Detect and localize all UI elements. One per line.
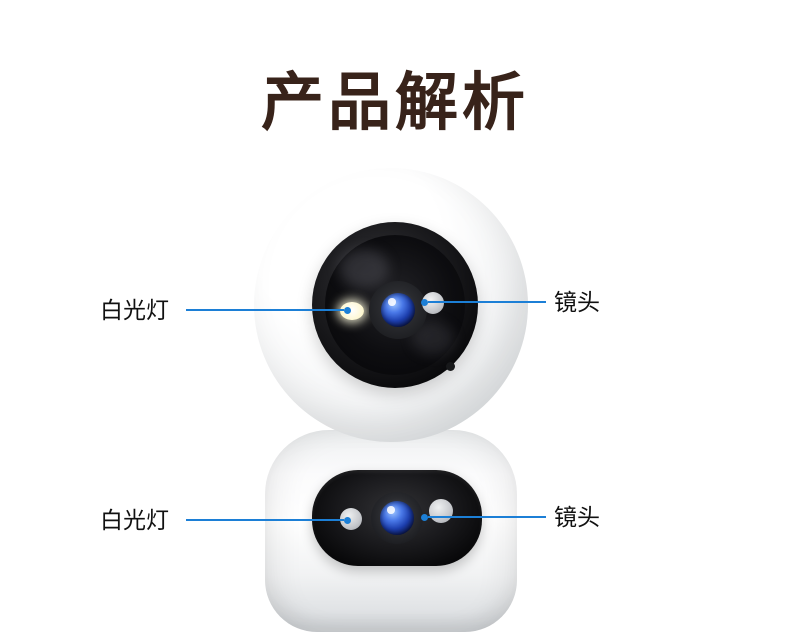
base-lens-ring bbox=[371, 492, 423, 544]
mic-hole bbox=[446, 362, 455, 371]
base-lens-panel bbox=[312, 470, 482, 566]
base-white-light-led bbox=[340, 508, 362, 530]
callout-line bbox=[428, 516, 546, 518]
head-lens-ring bbox=[369, 281, 427, 339]
camera-body bbox=[265, 430, 517, 632]
callout-dot bbox=[421, 513, 428, 521]
callout-label: 镜头 bbox=[554, 289, 600, 315]
head-lens bbox=[381, 293, 415, 327]
callout-base-lens: 镜头 bbox=[421, 501, 612, 533]
callout-dot bbox=[344, 516, 351, 524]
callout-line bbox=[428, 301, 546, 303]
callout-label: 镜头 bbox=[554, 504, 600, 530]
callout-label: 白光灯 bbox=[100, 297, 169, 323]
head-infrared-led bbox=[422, 292, 444, 314]
base-infrared-led bbox=[429, 499, 453, 523]
head-lens-housing bbox=[312, 222, 478, 388]
camera-head bbox=[254, 168, 528, 442]
base-lens bbox=[380, 501, 414, 535]
callout-line bbox=[186, 519, 344, 521]
callout-dot bbox=[421, 298, 428, 306]
callout-head-white-light: 白光灯 bbox=[100, 294, 351, 326]
callout-head-lens: 镜头 bbox=[421, 286, 612, 318]
callout-base-white-light: 白光灯 bbox=[100, 504, 351, 536]
callout-label: 白光灯 bbox=[100, 507, 169, 533]
callout-dot bbox=[344, 306, 351, 314]
callout-line bbox=[186, 309, 344, 311]
page-title: 产品解析 bbox=[261, 68, 529, 138]
